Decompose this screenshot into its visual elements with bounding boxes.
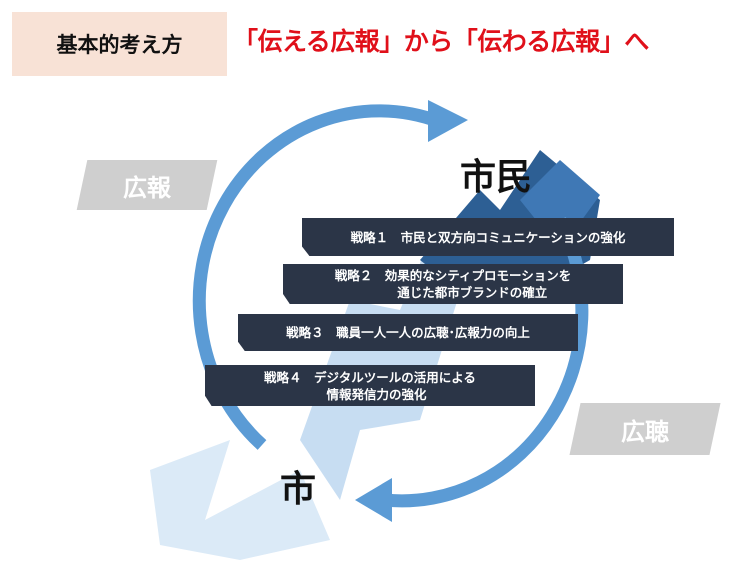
strategy-3-label: 戦略３ 職員一人一人の広聴･広報力の向上	[286, 325, 530, 340]
basic-approach-label: 基本的考え方	[12, 12, 227, 76]
strategy-3: 戦略３ 職員一人一人の広聴･広報力の向上	[238, 314, 578, 351]
city-node: 市	[280, 469, 317, 510]
strategy-2: 戦略２ 効果的なシティプロモーションを 通じた都市ブランドの確立	[283, 264, 623, 304]
mid-arrow-shape	[520, 160, 600, 250]
kocho-tag: 広聴	[569, 403, 721, 455]
strategy-1: 戦略１ 市民と双方向コミュニケーションの強化	[302, 218, 674, 256]
koho-tag: 広報	[76, 160, 218, 210]
koho-label: 広報	[123, 173, 171, 202]
lower-arrowhead-icon	[355, 478, 392, 522]
upper-arrowhead-icon	[428, 100, 468, 142]
light-arrow-shape	[150, 440, 330, 560]
strategy-2-label: 戦略２ 効果的なシティプロモーションを 通じた都市ブランドの確立	[334, 268, 572, 300]
strategy-4-label: 戦略４ デジタルツールの活用による 情報発信力の強化	[264, 369, 476, 402]
headline: 「伝える広報」から「伝わる広報」へ	[233, 27, 649, 56]
strategy-4: 戦略４ デジタルツールの活用による 情報発信力の強化	[205, 365, 535, 406]
citizens-node: 市民	[460, 157, 533, 198]
kocho-label: 広聴	[621, 417, 669, 446]
strategy-1-label: 戦略１ 市民と双方向コミュニケーションの強化	[350, 229, 626, 245]
